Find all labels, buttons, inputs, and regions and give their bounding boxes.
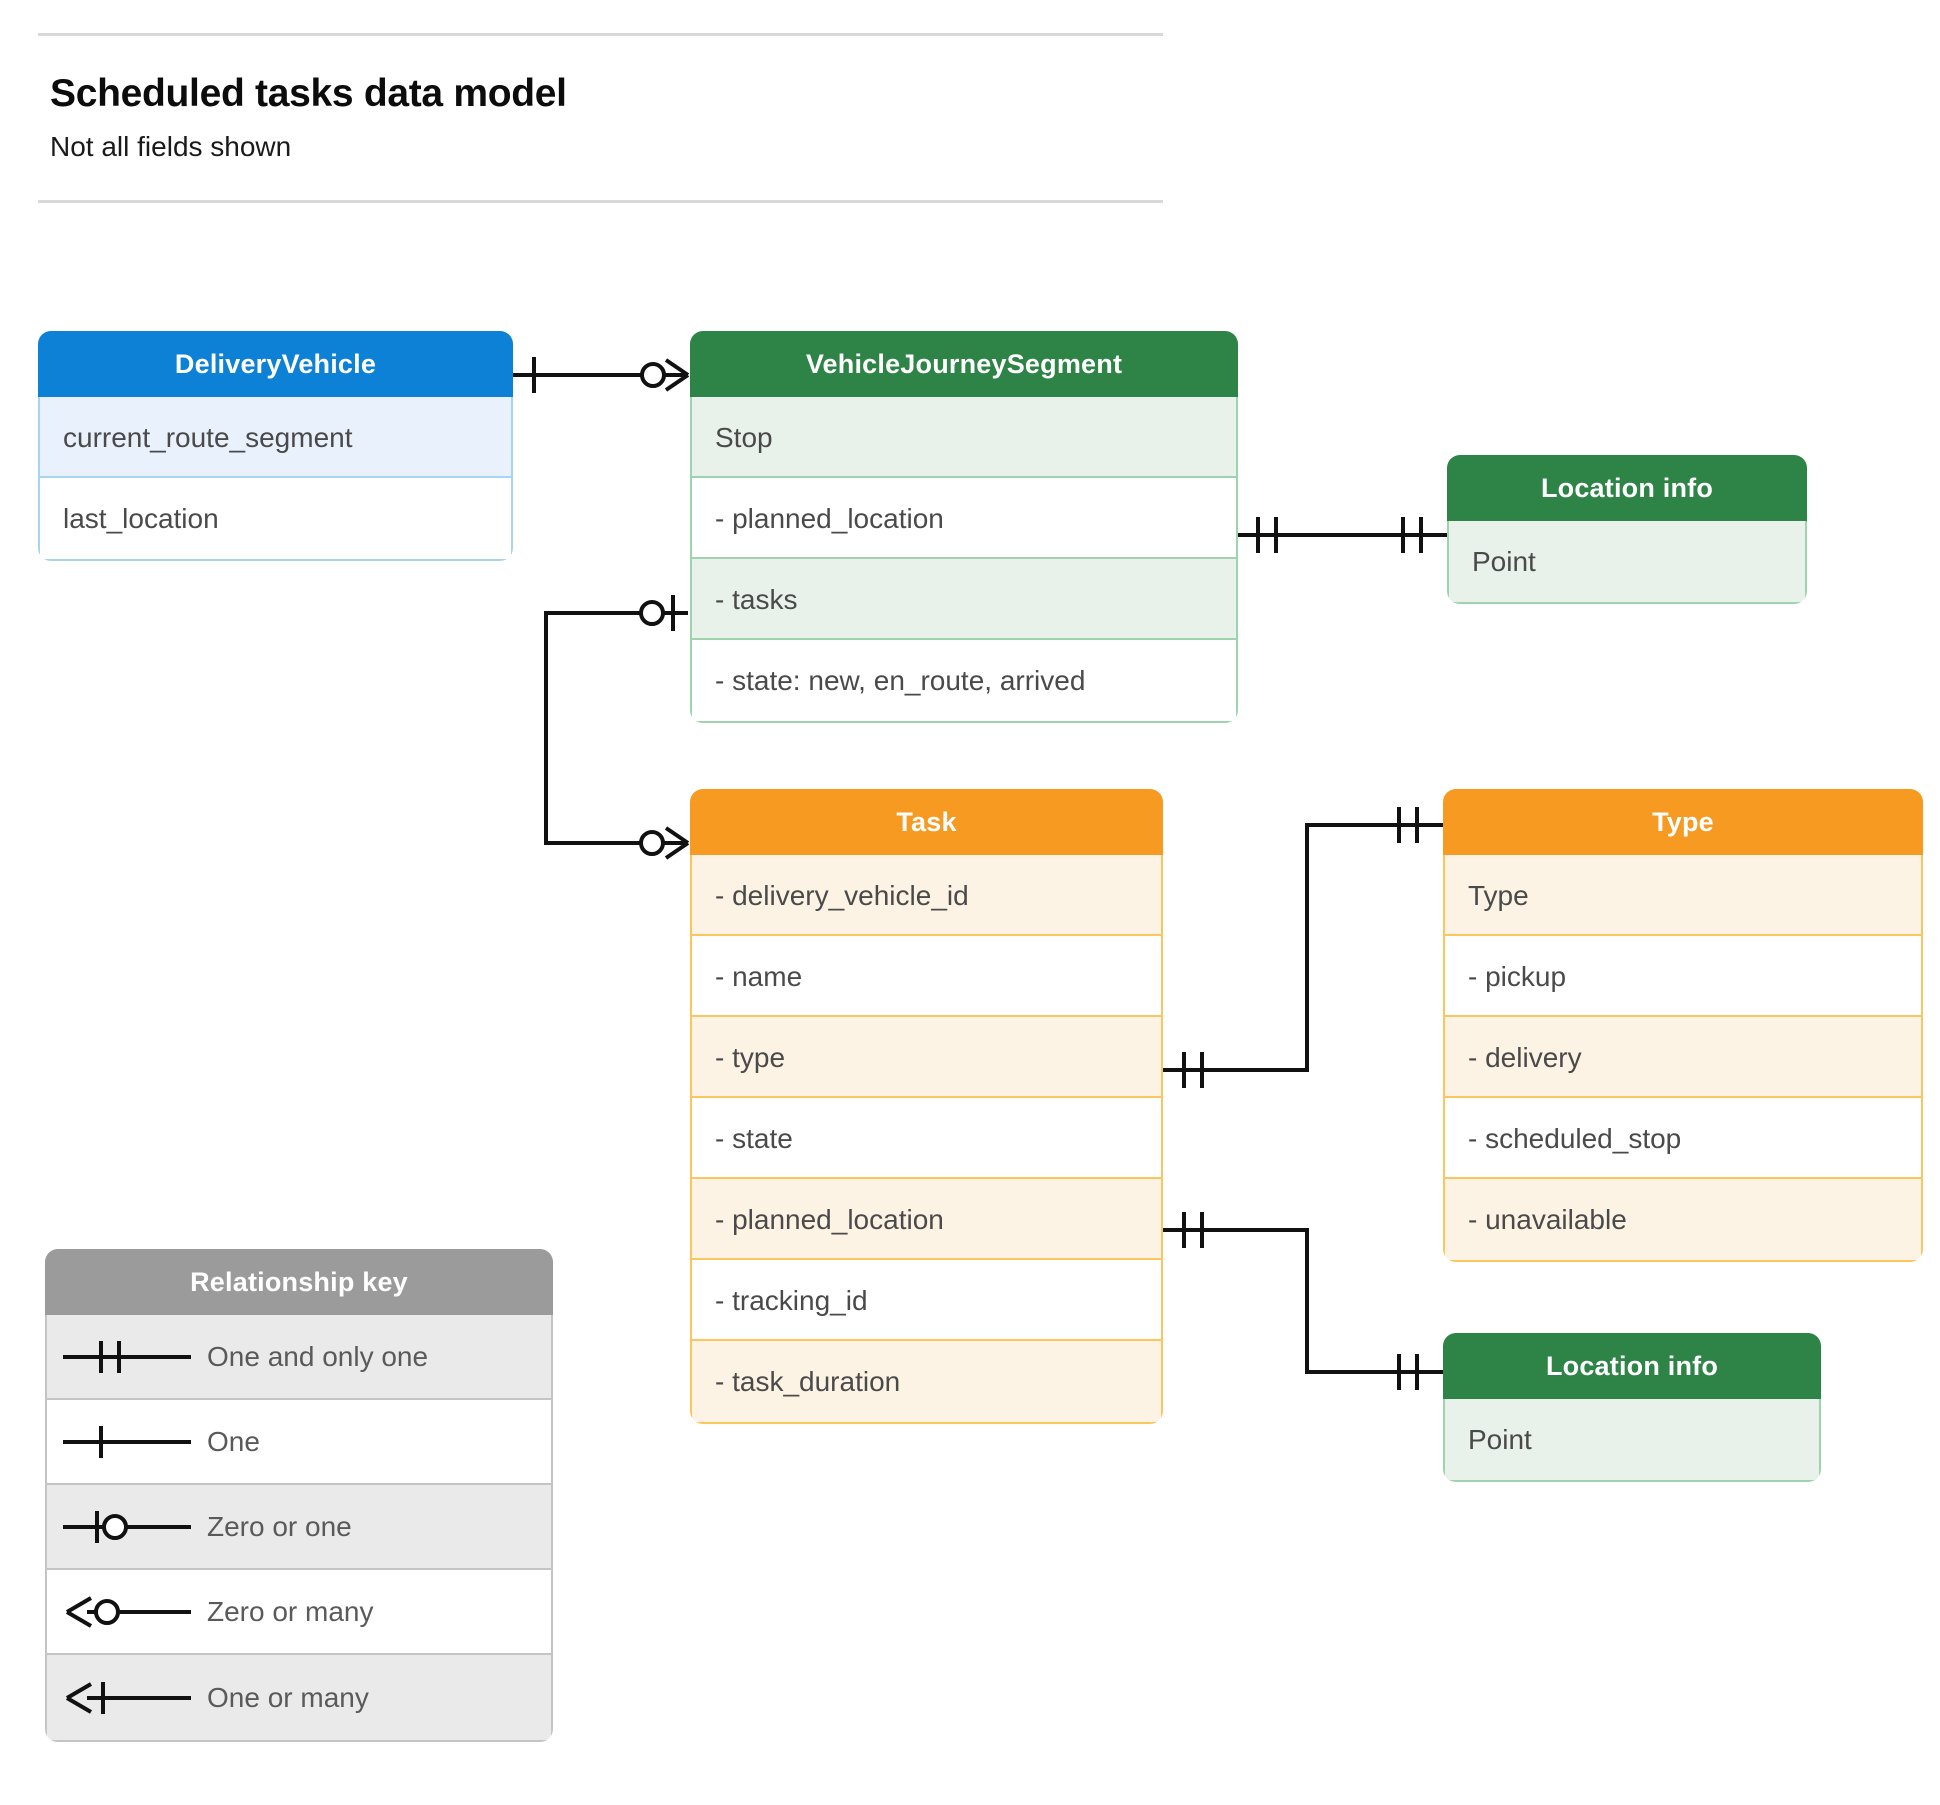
field-row: - planned_location [692,1179,1161,1260]
field-row: Type [1445,855,1921,936]
entity-delivery-vehicle-title: DeliveryVehicle [38,331,513,397]
entity-location-info-bottom[interactable]: Location info Point [1443,1333,1821,1482]
connector-vjs-locationinfo-top [1238,517,1447,553]
one-icon [47,1420,207,1464]
field-row: Stop [692,397,1236,478]
field-row: - delivery_vehicle_id [692,855,1161,936]
entity-vehicle-journey-segment-body: Stop - planned_location - tasks - state:… [690,397,1238,723]
field-row: - planned_location [692,478,1236,559]
legend-item-label: Zero or one [207,1510,352,1542]
relationship-key-legend[interactable]: Relationship key One and only one [45,1249,553,1742]
legend-item-one-or-many: One or many [47,1655,551,1740]
legend-item-zero-or-one: Zero or one [47,1485,551,1570]
legend-item-label: Zero or many [207,1595,374,1627]
header-divider-top [38,33,1163,36]
entity-type[interactable]: Type Type - pickup - delivery - schedule… [1443,789,1923,1262]
field-row: - unavailable [1445,1179,1921,1260]
zero-or-many-icon [47,1590,207,1634]
field-row: - task_duration [692,1341,1161,1422]
connector-deliveryvehicle-vehiclejourneysegment [513,357,690,393]
relationship-key-title: Relationship key [45,1249,553,1315]
entity-type-title: Type [1443,789,1923,855]
legend-item-one: One [47,1400,551,1485]
field-row: - tracking_id [692,1260,1161,1341]
field-row: last_location [40,478,511,559]
header-divider-bottom [38,200,1163,203]
legend-item-zero-or-many: Zero or many [47,1570,551,1655]
field-row: - scheduled_stop [1445,1098,1921,1179]
field-row: - type [692,1017,1161,1098]
field-row: Point [1449,521,1805,602]
entity-task[interactable]: Task - delivery_vehicle_id - name - type… [690,789,1163,1424]
entity-location-info-top-body: Point [1447,521,1807,604]
connector-task-locationinfo-bottom [1163,1212,1443,1390]
entity-location-info-bottom-title: Location info [1443,1333,1821,1399]
entity-vehicle-journey-segment[interactable]: VehicleJourneySegment Stop - planned_loc… [690,331,1238,723]
page-subtitle: Not all fields shown [50,131,292,162]
entity-location-info-top[interactable]: Location info Point [1447,455,1807,604]
legend-item-label: One or many [207,1681,369,1713]
entity-task-body: - delivery_vehicle_id - name - type - st… [690,855,1163,1424]
entity-location-info-bottom-body: Point [1443,1399,1821,1482]
field-row: Point [1445,1399,1819,1480]
field-row: - name [692,936,1161,1017]
entity-task-title: Task [690,789,1163,855]
field-row: - tasks [692,559,1236,640]
connector-task-type [1163,807,1443,1088]
entity-location-info-top-title: Location info [1447,455,1807,521]
zero-or-one-icon [47,1505,207,1549]
field-row: - state [692,1098,1161,1179]
entity-type-body: Type - pickup - delivery - scheduled_sto… [1443,855,1923,1262]
field-row: - state: new, en_route, arrived [692,640,1236,721]
relationship-key-body: One and only one One [45,1315,553,1742]
legend-item-one-and-only-one: One and only one [47,1315,551,1400]
legend-item-label: One and only one [207,1340,429,1372]
field-row: - pickup [1445,936,1921,1017]
connector-vjs-task [544,595,690,860]
entity-vehicle-journey-segment-title: VehicleJourneySegment [690,331,1238,397]
field-row: - delivery [1445,1017,1921,1098]
one-or-many-icon [47,1676,207,1720]
one-and-only-one-icon [47,1335,207,1379]
entity-delivery-vehicle[interactable]: DeliveryVehicle current_route_segment la… [38,331,513,561]
field-row: current_route_segment [40,397,511,478]
page-title: Scheduled tasks data model [50,72,567,115]
legend-item-label: One [207,1425,260,1457]
entity-delivery-vehicle-body: current_route_segment last_location [38,397,513,561]
